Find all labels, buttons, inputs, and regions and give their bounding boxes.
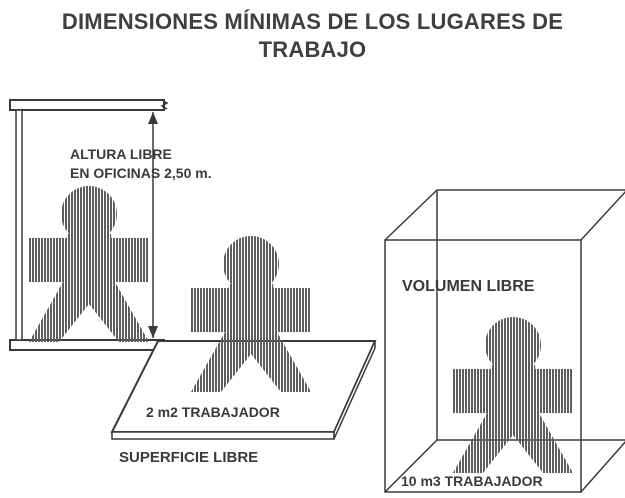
title-line-1: DIMENSIONES MÍNIMAS DE LOS LUGARES DE [61,9,564,34]
volume-value-label: 10 m3 TRABAJADOR [401,473,543,489]
person-figure-icon-height [29,186,149,342]
surface-value-label: 2 m2 TRABAJADOR [146,404,280,420]
height-arrow-icon [148,112,158,338]
floor-slab-icon [110,340,377,440]
page-title: DIMENSIONES MÍNIMAS DE LOS LUGARES DE TR… [0,8,625,64]
volume-box-icon [384,189,625,493]
volume-caption-label: VOLUMEN LIBRE [402,278,535,295]
person-figure-icon-volume [453,317,573,473]
height-label-line-2: EN OFICINAS 2,50 m. [70,165,212,181]
surface-caption-label: SUPERFICIE LIBRE [119,449,258,466]
title-line-2: TRABAJO [258,37,367,62]
height-label-line-1: ALTURA LIBRE [70,146,172,162]
